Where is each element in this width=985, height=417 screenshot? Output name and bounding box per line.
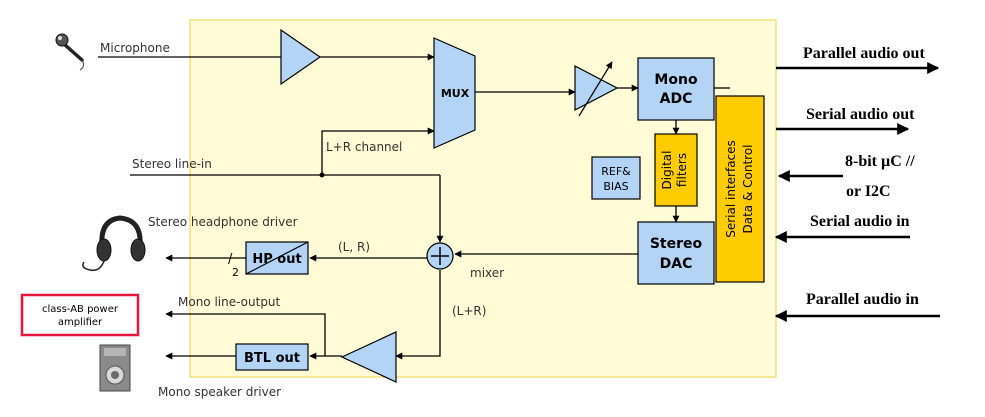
amp-label-2: amplifier	[58, 317, 103, 328]
stereo-dac-label-2: DAC	[660, 256, 693, 272]
serial-interfaces-block	[715, 95, 765, 283]
speaker-icon	[99, 344, 131, 392]
hp-bus-width: 2	[232, 266, 239, 279]
digital-filters-block	[654, 133, 698, 207]
label-hp-driver: Stereo headphone driver	[148, 215, 298, 229]
wire-mixer-to-btl-amp	[395, 270, 441, 360]
ref-bias-label-1: REF&	[601, 165, 631, 178]
io-parallel-out: Parallel audio out	[803, 45, 925, 62]
label-lr-sum: (L+R)	[452, 304, 486, 318]
amp-label-1: class-AB power	[42, 304, 119, 315]
serial-interfaces-label-2: Data & Control	[741, 144, 755, 233]
label-lr-paren: (L, R)	[338, 240, 370, 254]
wire-mono-line-out	[165, 310, 326, 356]
btl-out-block	[235, 343, 309, 371]
ref-bias-block	[591, 156, 641, 200]
hp-out-diagonal	[245, 241, 309, 275]
mic-preamp	[280, 28, 322, 86]
btl-out-label: BTL out	[244, 351, 300, 366]
stereo-dac-label-1: Stereo	[650, 236, 703, 252]
mux-block	[433, 37, 476, 149]
mux-label: MUX	[441, 87, 470, 100]
headphone-icon	[82, 215, 146, 272]
serial-interfaces-label-1: Serial interfaces	[724, 140, 738, 238]
wire-lr-channel-to-mux	[321, 127, 435, 175]
label-lr-channel: L+R channel	[326, 140, 402, 154]
io-serial-out: Serial audio out	[806, 106, 915, 123]
mono-adc-label-2: ADC	[660, 91, 693, 107]
microphone-icon	[55, 33, 85, 71]
mono-adc-label-1: Mono	[654, 72, 698, 88]
ref-bias-label-2: BIAS	[603, 180, 628, 193]
io-parallel-in: Parallel audio in	[806, 291, 919, 308]
digital-filters-label-1: Digital	[660, 151, 674, 190]
label-mono-speaker: Mono speaker driver	[158, 385, 281, 399]
output-amplifier	[340, 331, 397, 383]
label-mono-line-out: Mono line-output	[178, 295, 281, 309]
io-uc-1: 8-bit µC //	[845, 153, 915, 170]
class-ab-amp-box	[20, 293, 140, 337]
stereo-dac-block	[637, 221, 715, 285]
hp-out-label: HP out	[252, 252, 301, 267]
pga-gain-arrow	[578, 61, 613, 117]
hp-bus-slash: /	[228, 252, 233, 267]
io-uc-2: or I2C	[846, 183, 891, 200]
label-mixer: mixer	[470, 266, 504, 280]
digital-filters-label-2: filters	[675, 153, 689, 187]
label-stereo-line-in: Stereo line-in	[132, 157, 212, 171]
io-serial-in: Serial audio in	[810, 213, 910, 230]
label-microphone: Microphone	[100, 41, 170, 55]
junction-dot	[319, 172, 325, 178]
mono-adc-block	[637, 57, 715, 121]
